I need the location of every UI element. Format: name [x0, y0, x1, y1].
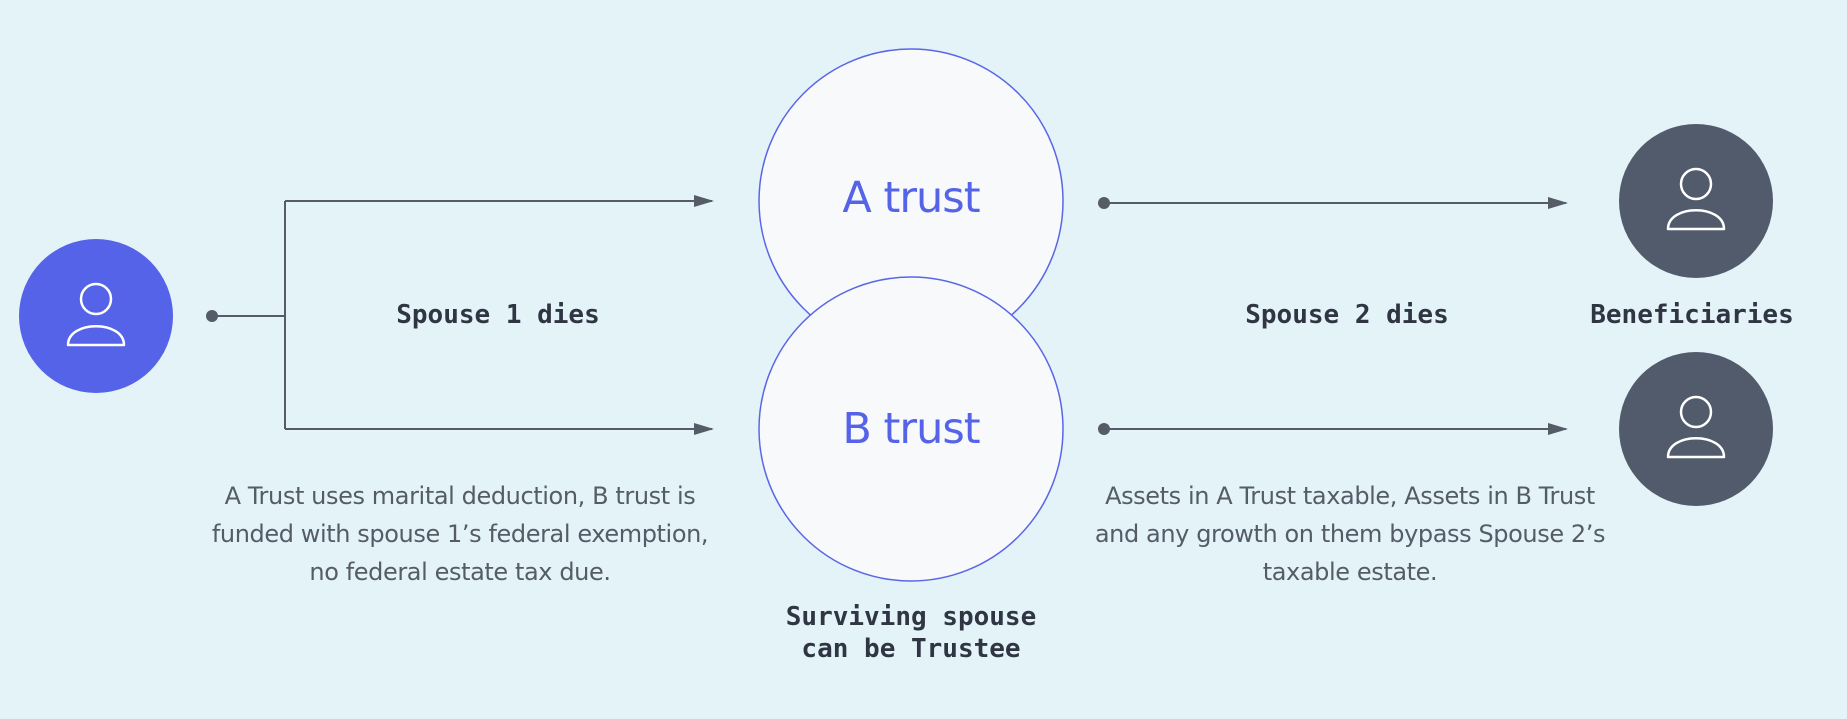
- spouse-1-event-label: Spouse 1 dies: [396, 300, 600, 330]
- a-trust-label: A trust: [842, 173, 979, 223]
- beneficiary-avatar-bottom: [1619, 352, 1773, 506]
- b-trust-node: [758, 276, 1064, 582]
- beneficiaries-label: Beneficiaries: [1590, 300, 1794, 330]
- b-trust-label: B trust: [842, 404, 979, 454]
- right-connectors: [1098, 197, 1568, 435]
- spouse-1-description: A Trust uses marital deduction, B trust …: [211, 482, 709, 586]
- surviving-spouse-line-2: can be Trustee: [801, 634, 1020, 664]
- spouse-2-event-label: Spouse 2 dies: [1245, 300, 1449, 330]
- spouse-2-description: Assets in A Trust taxable, Assets in B T…: [1094, 482, 1606, 586]
- person-icon: [66, 282, 126, 347]
- spouse-1-avatar: [19, 239, 173, 393]
- surviving-spouse-line-1: Surviving spouse: [786, 602, 1036, 632]
- person-icon: [1666, 167, 1726, 231]
- beneficiary-avatar-top: [1619, 124, 1773, 278]
- person-icon: [1666, 395, 1726, 459]
- left-branch-connector: [206, 195, 714, 435]
